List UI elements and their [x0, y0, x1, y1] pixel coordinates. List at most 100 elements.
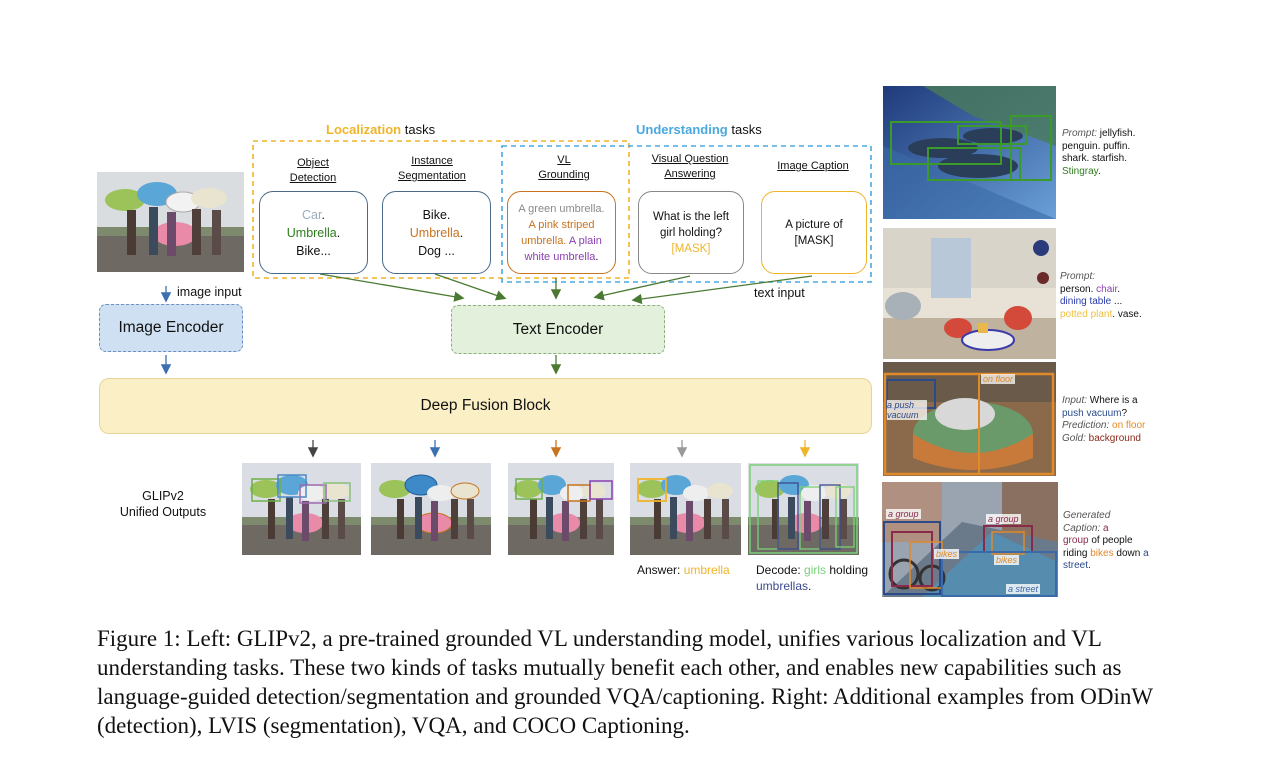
- localization-dashed-box: [252, 140, 630, 279]
- od-label-line1: Object: [297, 157, 329, 169]
- arrow-caption-text: [631, 275, 813, 305]
- prompt-card-instance-segmentation: Bike. Umbrella. Dog ...: [382, 191, 491, 274]
- lvis-dining: dining table: [1060, 296, 1112, 307]
- seg-label-line1: Instance: [411, 155, 453, 167]
- image-encoder-block: Image Encoder: [99, 304, 243, 352]
- vqa-box-floor: on floor: [981, 374, 1016, 384]
- od-umbrella-dot: .: [336, 225, 341, 240]
- coco-down: down: [1113, 547, 1144, 559]
- caption-label-text: Image Caption: [777, 160, 849, 172]
- od-car: Car: [302, 207, 322, 222]
- task-label-image-caption: Image Caption: [765, 159, 861, 174]
- od-bike: Bike...: [296, 243, 331, 258]
- vqa-label-line1: Visual Question: [651, 153, 729, 165]
- coco-box-group1: a group: [886, 509, 921, 519]
- caption-prompt-text: A picture of [MASK]: [785, 218, 843, 247]
- vqa-answer: Answer: umbrella: [637, 563, 730, 577]
- odinw-classes: jellyfish. penguin. puffin. shark. starf…: [1062, 128, 1136, 164]
- input-photo: [97, 172, 244, 272]
- caption-decode: Decode: girls holding umbrellas.: [756, 562, 874, 594]
- odinw-dot: .: [1097, 165, 1101, 177]
- decode-end: .: [808, 579, 812, 593]
- odinw-prompt-label: Prompt:: [1062, 128, 1098, 139]
- answer-value: umbrella: [683, 563, 730, 577]
- lvis-chair-dot: .: [1117, 283, 1121, 295]
- od-car-dot: .: [321, 207, 325, 222]
- decode-girls: girls: [804, 563, 827, 577]
- answer-prefix: Answer:: [637, 563, 684, 577]
- ground-label-line2: Grounding: [538, 169, 590, 181]
- vqa-label-line2: Answering: [664, 168, 716, 180]
- coco-text: Generated Caption: a group of people rid…: [1063, 510, 1153, 573]
- outputs-label-line1: GLIPv2: [142, 489, 184, 503]
- text-input-label: text input: [754, 286, 805, 300]
- lvis-vase: . vase.: [1112, 308, 1142, 320]
- localization-word: Localization: [326, 122, 402, 137]
- decode-umbrellas: umbrellas: [756, 579, 809, 593]
- coco-group: group: [1063, 535, 1089, 546]
- lvis-text: Prompt: person. chair. dining table ... …: [1060, 271, 1156, 321]
- lvis-potted: potted plant: [1060, 308, 1113, 320]
- coco-a: a: [1100, 522, 1109, 534]
- coco-mid: of people riding: [1063, 535, 1133, 559]
- arrow-vqa-text: [593, 275, 691, 301]
- vqa-input-label: Input:: [1062, 395, 1088, 406]
- vqa-pred: on floor: [1109, 420, 1146, 431]
- coco-caption-label: Caption:: [1063, 522, 1101, 534]
- seg-label-line2: Segmentation: [398, 170, 466, 182]
- localization-tasks-header: Localization tasks: [326, 122, 435, 137]
- vqa-box-vacuum: a push vacuum: [887, 400, 927, 420]
- vqa-q2: push vacuum: [1062, 407, 1122, 419]
- ground-green: A green umbrella.: [518, 202, 605, 215]
- output-photo-segmentation: [371, 463, 491, 555]
- coco-generated: Generated: [1063, 510, 1111, 521]
- vqa-q3: ?: [1121, 407, 1128, 419]
- vqa-mask: [MASK]: [671, 242, 711, 255]
- coco-box-bikes2: bikes: [994, 555, 1020, 565]
- coco-box-bikes1: bikes: [934, 549, 960, 559]
- output-photo-detection: [242, 463, 361, 555]
- prompt-card-object-detection: Car. Umbrella. Bike...: [259, 191, 368, 274]
- arrow-seg-text: [434, 273, 507, 301]
- seg-umbrella: Umbrella: [409, 225, 460, 240]
- coco-street: a street: [1063, 547, 1149, 572]
- understanding-tasks-header: Understanding tasks: [636, 122, 762, 137]
- decode-mid: holding: [826, 563, 869, 577]
- od-label-line2: Detection: [289, 172, 337, 184]
- task-label-vqa: Visual Question Answering: [640, 152, 740, 182]
- arrow-od-text: [319, 273, 465, 302]
- image-input-label: image input: [177, 285, 242, 299]
- output-photo-caption: [748, 463, 859, 555]
- ground-dot: .: [595, 250, 599, 263]
- diagram-connectors: [160, 140, 872, 458]
- task-label-vl-grounding: VL Grounding: [520, 153, 608, 183]
- lvis-photo: [883, 228, 1056, 359]
- lvis-ellipsis: ...: [1111, 296, 1123, 307]
- vqa-question: What is the left girl holding?: [652, 210, 730, 239]
- lvis-person: person.: [1060, 283, 1097, 295]
- decode-prefix: Decode:: [756, 563, 805, 577]
- coco-box-street: a street: [1006, 584, 1041, 594]
- ground-white: A plain white umbrella: [524, 234, 602, 263]
- figure-caption: Figure 1: Left: GLIPv2, a pre-trained gr…: [97, 626, 1153, 738]
- prompt-card-vqa: What is the left girl holding? [MASK]: [638, 191, 744, 274]
- deep-fusion-block: Deep Fusion Block: [99, 378, 872, 434]
- outputs-label-line2: Unified Outputs: [119, 505, 207, 519]
- odinw-stingray: Stingray: [1062, 165, 1098, 177]
- vqa-photo: on floor a push vacuum: [883, 362, 1056, 476]
- vqa-pred-label: Prediction:: [1062, 420, 1110, 431]
- coco-box-group2: a group: [986, 514, 1021, 524]
- deep-fusion-label: Deep Fusion Block: [420, 397, 551, 414]
- seg-bike: Bike.: [422, 207, 451, 222]
- seg-dog: Dog ...: [418, 243, 455, 258]
- task-label-instance-segmentation: Instance Segmentation: [388, 154, 476, 184]
- outputs-label: GLIPv2 Unified Outputs: [108, 488, 218, 520]
- vqa-text: Input: Where is a push vacuum? Predictio…: [1062, 395, 1158, 445]
- understanding-dashed-box: [501, 145, 872, 283]
- prompt-card-caption: A picture of [MASK]: [761, 191, 867, 274]
- vqa-q1: Where is a: [1087, 395, 1138, 406]
- lvis-prompt-label: Prompt:: [1060, 271, 1096, 282]
- text-encoder-block: Text Encoder: [451, 305, 665, 354]
- coco-bikes: bikes: [1090, 547, 1114, 559]
- localization-rest: tasks: [401, 122, 436, 137]
